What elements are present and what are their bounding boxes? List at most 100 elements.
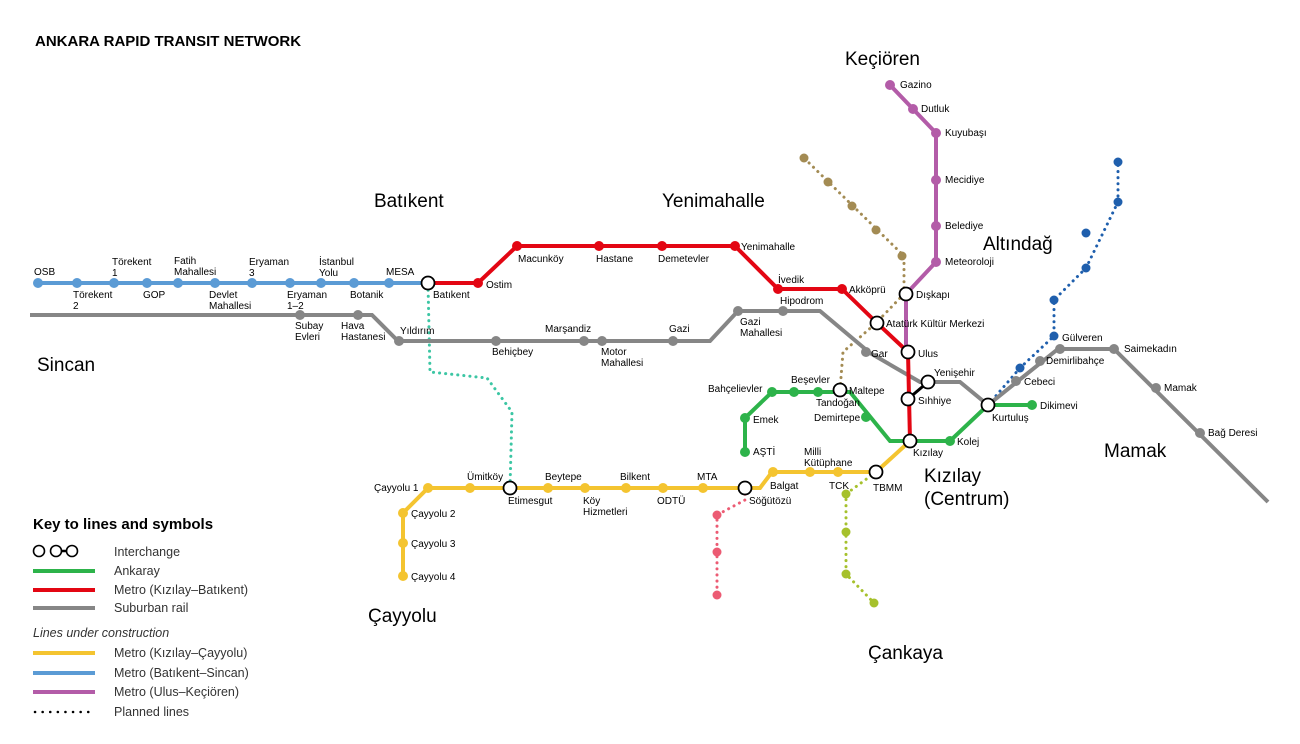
station-demirtepe: Demirtepe [814, 413, 861, 424]
station-akm: Atatürk Kültür Merkezi [886, 319, 984, 330]
station-eryaman12: Eryaman [287, 290, 327, 301]
station-yenimahalle: Yenimahalle [741, 242, 796, 253]
legend-metro-yellow: Metro (Kızılay–Çayyolu) [114, 646, 247, 660]
station-dikimevi: Dikimevi [1040, 401, 1078, 412]
station-motor-mahallesi-line2: Mahallesi [601, 358, 643, 369]
station-cayyolu4: Çayyolu 4 [411, 572, 456, 583]
station-ivedik: İvedik [778, 273, 805, 286]
station-maltepe: Maltepe [849, 386, 885, 397]
legend: Key to lines and symbols Interchange Ank… [32, 516, 249, 719]
metro-purple-stops [885, 80, 941, 267]
station-subay-evleri: Subay [295, 321, 323, 332]
planned-stops [712, 153, 1123, 608]
interchange-tbmm [868, 464, 884, 480]
station-gazi-mahallesi-line2: Mahallesi [740, 328, 782, 339]
station-torekent2: Törekent [73, 290, 113, 301]
station-sihhiye: Sıhhiye [918, 396, 952, 407]
station-mecidiye: Mecidiye [945, 175, 985, 186]
station-bilkent: Bilkent [620, 472, 650, 483]
station-gulveren: Gülveren [1062, 333, 1103, 344]
legend-ankaray: Ankaray [114, 564, 161, 578]
station-meteoroloji: Meteoroloji [945, 257, 994, 268]
station-cebeci: Cebeci [1024, 377, 1055, 388]
station-bahcelievler: Bahçelievler [708, 384, 763, 395]
district-sincan: Sincan [37, 355, 95, 376]
legend-planned: Planned lines [114, 705, 189, 719]
station-koy-hizmetleri: Köy [583, 496, 600, 507]
station-subay-evleri-line2: Evleri [295, 332, 320, 343]
station-besevler: Beşevler [791, 375, 831, 386]
station-mamak: Mamak [1164, 383, 1198, 394]
station-behicbey: Behiçbey [492, 347, 533, 358]
district-kizilay-centrum: (Centrum) [924, 489, 1010, 510]
station-osb: OSB [34, 267, 55, 278]
station-gazi-mahallesi: Gazi [740, 317, 761, 328]
station-macunkoy: Macunköy [518, 254, 564, 265]
station-beytepe: Beytepe [545, 472, 582, 483]
station-cayyolu3: Çayyolu 3 [411, 539, 456, 550]
legend-metro-purple: Metro (Ulus–Keçiören) [114, 685, 239, 699]
station-balgat: Balgat [770, 481, 799, 492]
station-kizilay: Kızılay [913, 448, 943, 459]
metro-yellow-stops [398, 467, 843, 581]
suburban-stops [295, 306, 1205, 438]
interchange-yenisehir-sihhiye [900, 374, 936, 407]
station-kolej: Kolej [957, 437, 979, 448]
metro-purple-line [888, 83, 938, 352]
district-batikent: Batıkent [374, 191, 444, 212]
district-yenimahalle: Yenimahalle [662, 191, 765, 212]
legend-suburban: Suburban rail [114, 601, 188, 615]
station-belediye: Belediye [945, 221, 984, 232]
metro-blue-stops [33, 278, 394, 288]
station-milli-kutuphane-line2: Kütüphane [804, 458, 853, 469]
interchange-batikent [420, 275, 436, 291]
station-umitkoy: Ümitköy [467, 471, 503, 483]
station-torekent1-line2: 1 [112, 268, 118, 279]
station-labels: OSB Törekent 1 Törekent 2 GOP Fatih Maha… [34, 80, 1257, 583]
district-cayyolu: Çayyolu [368, 606, 437, 627]
station-gazino: Gazino [900, 80, 932, 91]
station-demirlibahce: Demirlibahçe [1046, 356, 1105, 367]
station-devlet-line2: Mahallesi [209, 301, 251, 312]
planned-brown-line-south [838, 292, 906, 392]
metro-red-stops [473, 241, 847, 294]
interchange-sogutozu [737, 480, 753, 496]
interchange-etimesgut [502, 480, 518, 496]
station-milli-kutuphane: Milli [804, 447, 821, 458]
station-etimesgut: Etimesgut [508, 496, 553, 507]
station-bag-deresi: Bağ Deresi [1208, 428, 1257, 439]
station-motor-mahallesi: Motor [601, 347, 627, 358]
legend-interchange: Interchange [114, 545, 180, 559]
station-cayyolu1: Çayyolu 1 [374, 483, 419, 494]
interchange-ulus [900, 344, 916, 360]
station-akkopru: Akköprü [849, 285, 886, 296]
station-hipodrom: Hipodrom [780, 296, 823, 307]
station-marsandiz: Marşandiz [545, 324, 591, 335]
station-gar: Gar [871, 349, 888, 360]
station-tbmm: TBMM [873, 483, 902, 494]
station-dutluk: Dutluk [921, 104, 950, 115]
station-cayyolu2: Çayyolu 2 [411, 509, 456, 520]
planned-lime-line [844, 470, 878, 605]
interchange-kizilay [902, 433, 918, 449]
station-asti: AŞTİ [753, 445, 775, 458]
station-istanbul-yolu: İstanbul [319, 255, 354, 268]
station-torekent2-line2: 2 [73, 301, 79, 312]
station-hava-hastanesi: Hava [341, 321, 365, 332]
station-gop: GOP [143, 290, 166, 301]
station-torekent1: Törekent [112, 257, 152, 268]
station-botanik: Botanik [350, 290, 384, 301]
interchange-kurtulus [980, 397, 996, 413]
planned-darkblue-line [986, 160, 1120, 407]
legend-metro-blue: Metro (Batıkent–Sincan) [114, 666, 249, 680]
interchanges [420, 275, 996, 496]
station-saimekadin: Saimekadın [1124, 344, 1177, 355]
district-mamak: Mamak [1104, 441, 1167, 462]
interchange-maltepe [832, 382, 848, 398]
station-mta: MTA [697, 472, 718, 483]
station-mesa: MESA [386, 267, 415, 278]
planned-pink-line [715, 486, 747, 597]
ankaray-stops [740, 387, 1037, 457]
station-ostim: Ostim [486, 280, 512, 291]
